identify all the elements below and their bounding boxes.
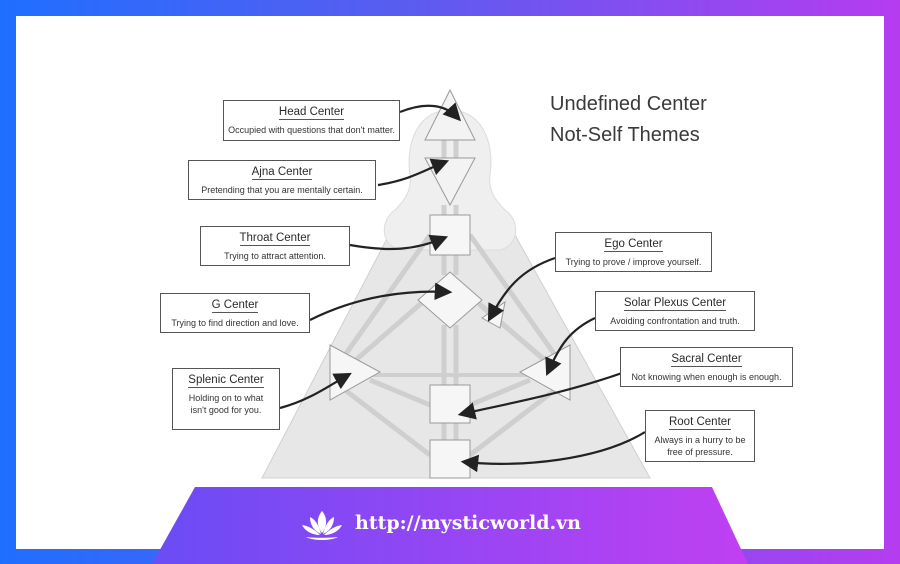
- label-desc: Occupied with questions that don't matte…: [228, 125, 395, 135]
- root-center-shape: [429, 439, 471, 479]
- label-ajna-center: Ajna Center Pretending that you are ment…: [188, 160, 376, 200]
- label-root-center: Root Center Always in a hurry to be free…: [645, 410, 755, 462]
- heading-line-2: Not-Self Themes: [550, 124, 700, 146]
- label-ego-center: Ego Center Trying to prove / improve you…: [555, 232, 712, 272]
- label-desc: Pretending that you are mentally certain…: [201, 185, 363, 195]
- label-title: Throat Center: [239, 232, 311, 246]
- label-title: Ajna Center: [251, 166, 313, 180]
- footer-band: [152, 487, 748, 564]
- label-desc: Always in a hurry to be free of pressure…: [654, 435, 746, 457]
- label-desc: Trying to attract attention.: [224, 251, 326, 261]
- label-title: Solar Plexus Center: [623, 297, 727, 311]
- label-desc: Trying to find direction and love.: [171, 318, 299, 328]
- pointer-arrows: [279, 102, 646, 473]
- heading-line-1: Undefined Center: [550, 93, 707, 115]
- label-title: G Center: [211, 299, 259, 313]
- label-splenic-center: Splenic Center Holding on to what isn't …: [172, 368, 280, 430]
- label-title: Splenic Center: [188, 374, 264, 388]
- label-sacral-center: Sacral Center Not knowing when enough is…: [620, 347, 793, 387]
- label-desc: Avoiding confrontation and truth.: [610, 316, 740, 326]
- lotus-icon: [302, 511, 342, 540]
- label-title: Root Center: [668, 416, 731, 430]
- website-link[interactable]: http://mysticworld.vn: [355, 512, 581, 534]
- label-desc: Trying to prove / improve yourself.: [565, 257, 702, 267]
- label-throat-center: Throat Center Trying to attract attentio…: [200, 226, 350, 266]
- label-head-center: Head Center Occupied with questions that…: [223, 100, 400, 141]
- label-title: Sacral Center: [671, 353, 742, 367]
- label-title: Head Center: [278, 106, 345, 120]
- throat-center-shape: [429, 214, 471, 256]
- label-desc: Not knowing when enough is enough.: [631, 372, 782, 382]
- label-g-center: G Center Trying to find direction and lo…: [160, 293, 310, 333]
- label-title: Ego Center: [604, 238, 663, 252]
- label-solar-plexus-center: Solar Plexus Center Avoiding confrontati…: [595, 291, 755, 331]
- sacral-center-shape: [429, 384, 471, 424]
- label-desc: Holding on to what isn't good for you.: [188, 393, 264, 415]
